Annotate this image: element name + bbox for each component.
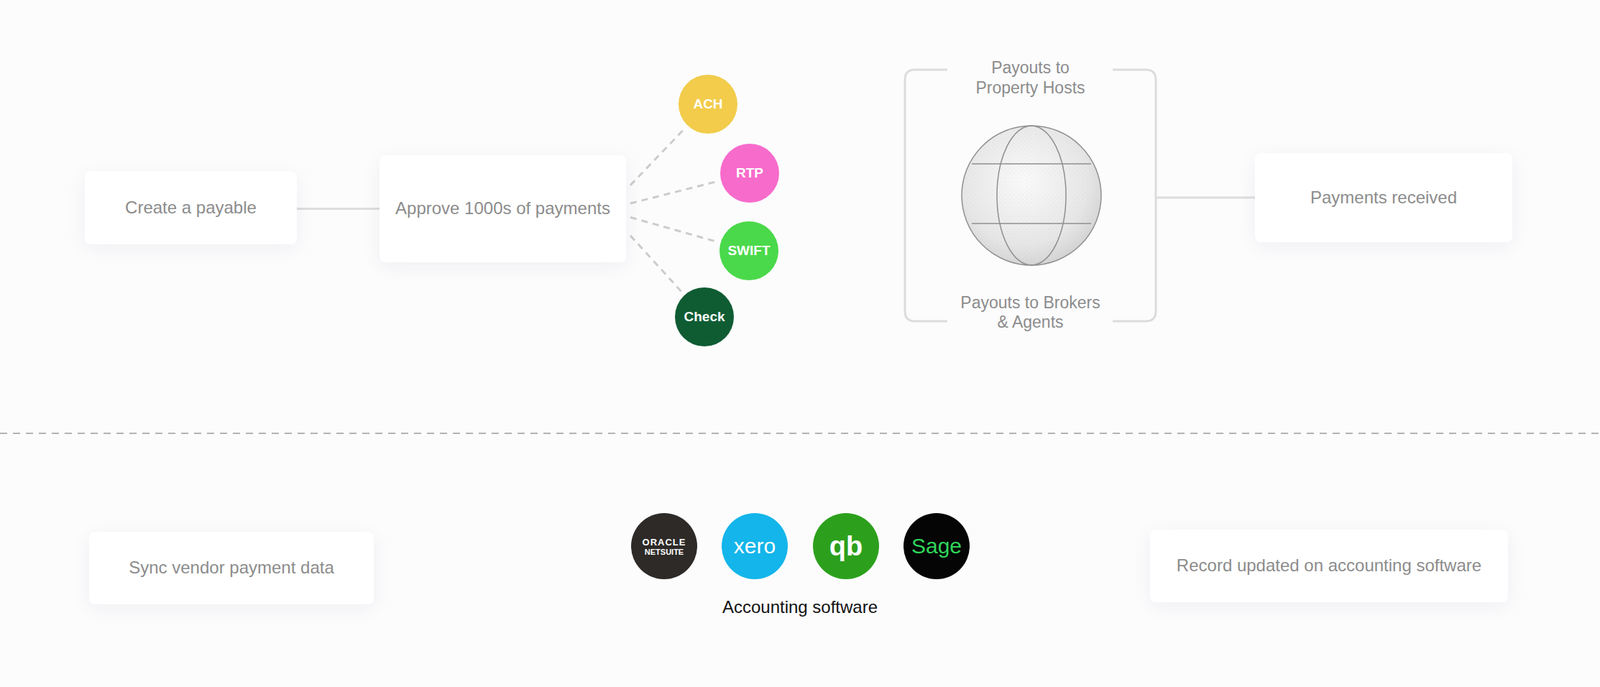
divider-line — [0, 432, 1600, 435]
bracket-left — [904, 69, 948, 322]
rail-circle: ACH — [678, 74, 738, 134]
dashed-connector — [630, 235, 683, 294]
group-footer: Payouts to Brokers & Agents — [958, 293, 1103, 333]
process-box: Sync vendor payment data — [89, 531, 374, 605]
node-text: Approve 1000s of payments — [395, 198, 611, 220]
node-text: Record updated on accounting software — [1176, 555, 1482, 577]
node-text: SWIFT — [727, 242, 770, 259]
group-label: Accounting software — [722, 597, 878, 618]
rail-circle: RTP — [720, 143, 780, 203]
node-text: xero — [733, 534, 776, 559]
connector-line — [296, 207, 380, 210]
bracket-right — [1112, 69, 1156, 322]
process-box: Payments received — [1254, 153, 1513, 243]
node-text: ORACLE — [642, 536, 687, 548]
connector-line — [1155, 196, 1255, 200]
node-text: NETSUITE — [644, 547, 684, 557]
process-box: Create a payable — [84, 171, 297, 245]
dashed-connector — [630, 127, 686, 185]
node-text: ACH — [692, 96, 723, 113]
node-text: Sync vendor payment data — [128, 557, 335, 579]
globe — [961, 125, 1102, 266]
node-text: qb — [829, 531, 863, 563]
dashed-connector — [630, 217, 719, 242]
software-logo: xero — [721, 513, 788, 580]
payout-group: Payouts to Property HostsPayouts to Brok… — [904, 69, 1156, 322]
process-box: Record updated on accounting software — [1150, 529, 1508, 603]
rail-circle: SWIFT — [719, 221, 779, 281]
node-text: Check — [683, 309, 725, 325]
software-logo: Sage — [903, 513, 970, 580]
node-text: Payments received — [1310, 187, 1457, 209]
dashed-connector — [630, 181, 719, 204]
rail-circle: Check — [674, 287, 734, 347]
group-heading: Payouts to Property Hosts — [958, 58, 1103, 98]
node-text: Create a payable — [125, 197, 257, 219]
node-text: Sage — [911, 534, 962, 559]
node-text: RTP — [736, 165, 764, 182]
software-logo: ORACLENETSUITE — [631, 513, 698, 580]
software-logo: qb — [812, 513, 880, 580]
process-box: Approve 1000s of payments — [379, 155, 627, 263]
